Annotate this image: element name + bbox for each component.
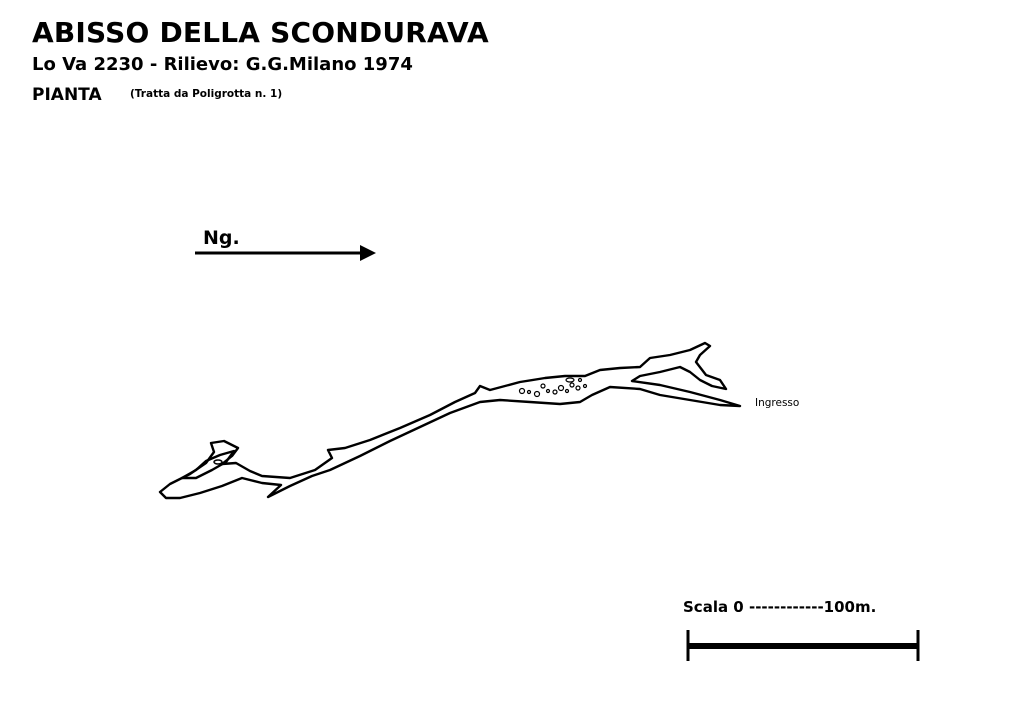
source-note: (Tratta da Poligrotta n. 1) — [130, 88, 283, 100]
cave-side-branch — [180, 449, 236, 480]
scale-label: Scala 0 ------------100m. — [683, 598, 877, 616]
north-arrow-icon — [195, 245, 376, 261]
view-label: PIANTA — [32, 85, 102, 105]
map-title: ABISSO DELLA SCONDURAVA — [32, 16, 489, 49]
entrance-label: Ingresso — [755, 397, 800, 409]
cave-main-passage — [158, 341, 742, 500]
north-label: Ng. — [203, 227, 240, 249]
map-subtitle: Lo Va 2230 - Rilievo: G.G.Milano 1974 — [32, 54, 413, 75]
scale-bar — [686, 630, 920, 661]
cave-outline — [158, 341, 742, 500]
boulder-symbols — [518, 377, 588, 398]
